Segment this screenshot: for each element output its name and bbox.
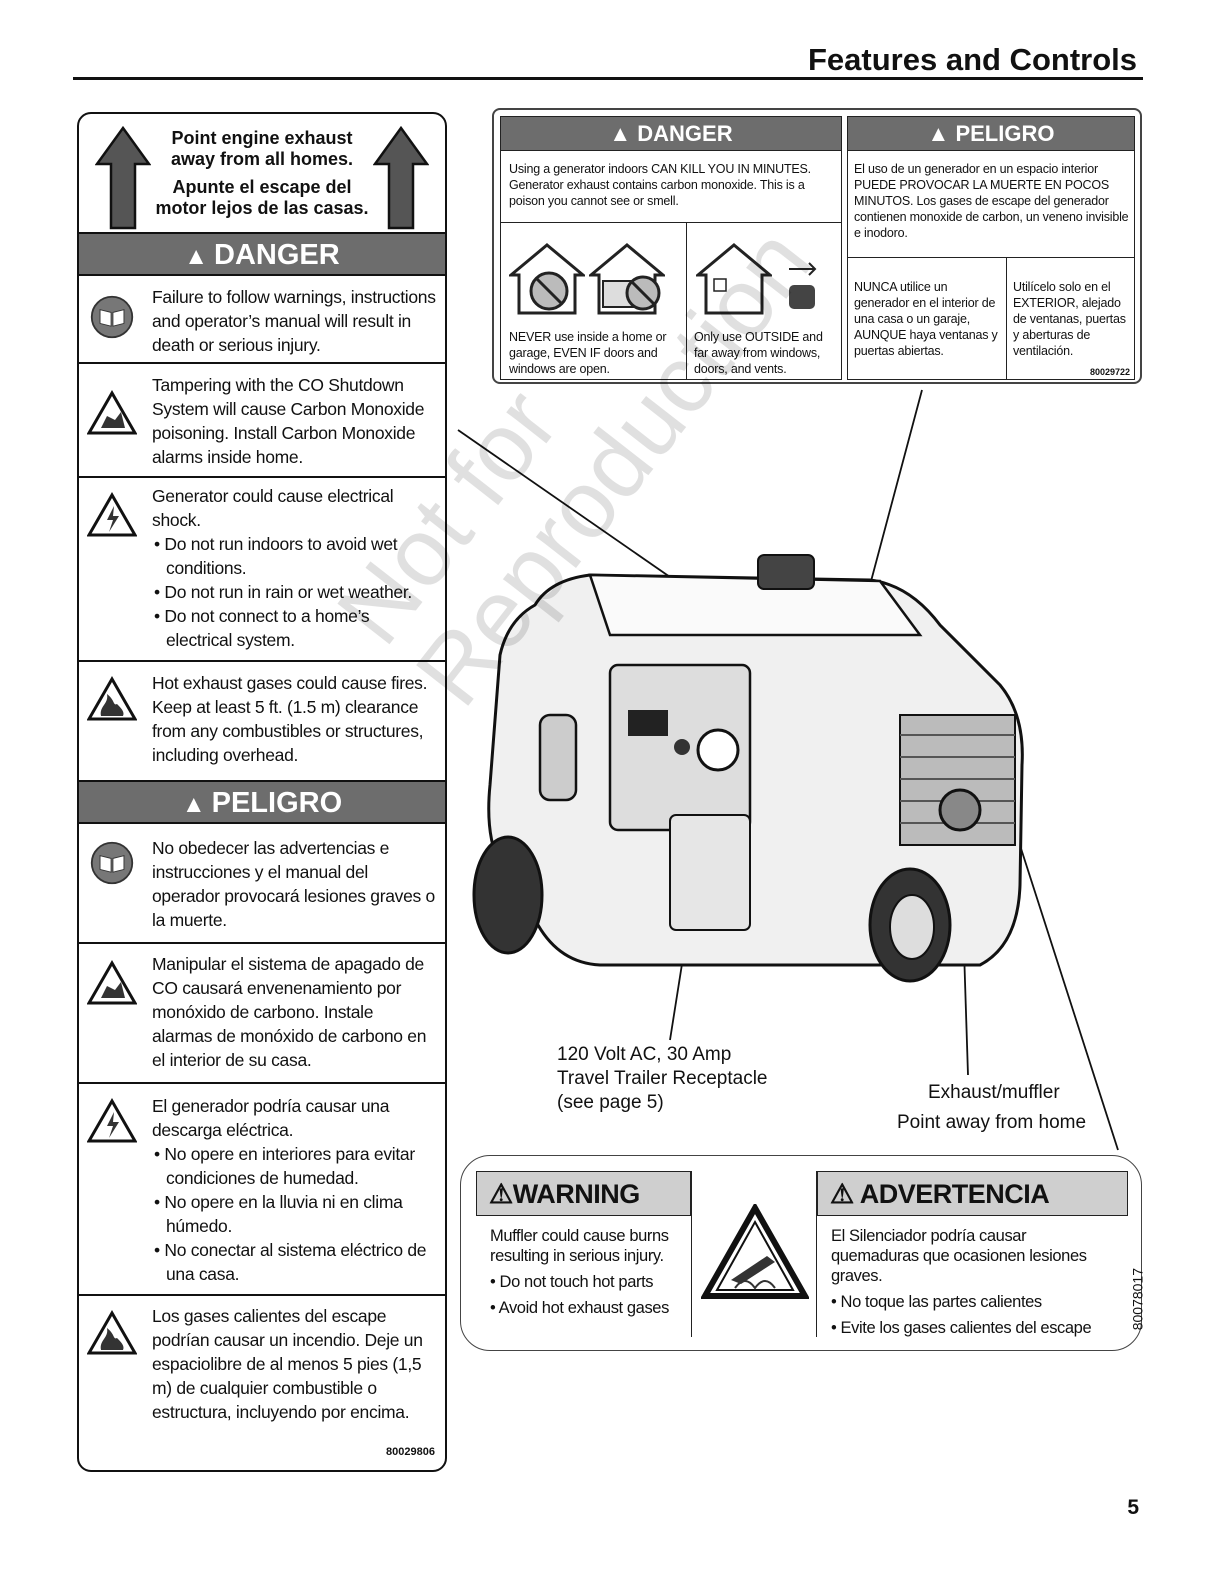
label-code: 80029722 [1089, 367, 1130, 377]
peligro-text-co: Manipular el sistema de apagado de CO ca… [152, 954, 427, 1070]
warning-bullet: • Avoid hot exhaust gases [490, 1299, 669, 1317]
peligro-text-manual: No obedecer las advertencias e instrucci… [152, 838, 435, 930]
co-poisoning-icon [87, 960, 137, 1005]
warning-triangle-icon: ⚠ [489, 1179, 513, 1209]
peligro-item-co: Manipular el sistema de apagado de CO ca… [79, 944, 445, 1084]
danger-bar: ▲DANGER [79, 234, 445, 276]
danger-item-shock: Generator could cause electrical shock. … [79, 478, 445, 662]
callout-line: 120 Volt AC, 30 Amp [557, 1044, 732, 1065]
exhaust-text-es: Apunte el escape del motor lejos de las … [155, 177, 369, 218]
warning-title: WARNING [512, 1179, 641, 1209]
peligro-item-shock: El generador podría causar una descarga … [79, 1084, 445, 1296]
warning-header: ⚠WARNING [476, 1171, 691, 1216]
shock-lead-en: Generator could cause electrical shock. [152, 486, 394, 530]
read-manual-icon [90, 841, 134, 885]
fire-text-en: Hot exhaust gases could cause fires. Kee… [152, 673, 428, 765]
fire-hazard-icon [87, 1310, 137, 1355]
peligro-bar: ▲ PELIGRO [848, 117, 1134, 151]
advertencia-text: El Silenciador podría causar quemaduras … [817, 1216, 1128, 1338]
exhaust-direction-header: Point engine exhaust away from all homes… [79, 114, 445, 234]
house-outside-icon [696, 243, 772, 315]
peligro-title: PELIGRO [955, 121, 1055, 146]
co-utilicelo-text: Utilícelo solo en el EXTERIOR, alejado d… [1013, 280, 1126, 358]
electric-shock-icon [87, 492, 137, 537]
divider [1006, 257, 1007, 379]
hot-surface-icon [701, 1204, 809, 1299]
up-arrow-icon [373, 126, 429, 230]
warning-bullet: • Do not touch hot parts [490, 1273, 654, 1291]
label-code: 80029806 [386, 1446, 435, 1458]
co-danger-english: ▲ DANGER Using a generator indoors CAN K… [500, 116, 842, 380]
point-away-callout: Point away from home [897, 1112, 1087, 1133]
co-never-text: NEVER use inside a home or garage, EVEN … [509, 330, 667, 376]
fire-hazard-icon [87, 676, 137, 721]
warning-triangle-icon: ▲ [927, 121, 956, 146]
callout-line: Travel Trailer Receptacle [557, 1068, 768, 1089]
peligro-bar: ▲PELIGRO [79, 782, 445, 824]
exhaust-callout: Exhaust/muffler [928, 1082, 1060, 1103]
safety-label-left: Point engine exhaust away from all homes… [77, 112, 447, 1472]
danger-item-co: Tampering with the CO Shutdown System wi… [79, 364, 445, 478]
warning-text: Muffler could cause burns resulting in s… [476, 1216, 691, 1318]
peligro-item-manual: No obedecer las advertencias e instrucci… [79, 824, 445, 944]
danger-title: DANGER [214, 239, 340, 271]
warning-lead: Muffler could cause burns resulting in s… [490, 1227, 669, 1265]
fire-text-es: Los gases calientes del escape podrían c… [152, 1306, 423, 1422]
warning-english: ⚠WARNING Muffler could cause burns resul… [476, 1171, 692, 1337]
callout-line: (see page 5) [557, 1092, 664, 1113]
label-code: 80078017 [1129, 1268, 1145, 1331]
shock-bullet: • No conectar al sistema eléctrico de un… [154, 1240, 427, 1284]
warning-triangle-icon: ▲ [184, 243, 209, 270]
co-intro-en: Using a generator indoors CAN KILL YOU I… [509, 162, 811, 208]
divider [501, 222, 841, 223]
muffler-warning-label: ⚠WARNING Muffler could cause burns resul… [460, 1155, 1145, 1351]
shock-bullet: • Do not connect to a home’s electrical … [154, 606, 370, 650]
danger-text-manual: Failure to follow warnings, instructions… [152, 287, 436, 355]
warning-triangle-icon: ▲ [609, 121, 638, 146]
peligro-title: PELIGRO [211, 787, 343, 819]
exhaust-text-en: Point engine exhaust away from all homes… [170, 128, 354, 169]
advertencia-bullet: • Evite los gases calientes del escape [831, 1319, 1092, 1337]
shock-text-en: Generator could cause electrical shock. … [152, 484, 437, 652]
peligro-item-fire: Los gases calientes del escape podrían c… [79, 1296, 445, 1466]
warning-triangle-icon: ▲ [181, 791, 206, 818]
generator-outside-icon [789, 262, 817, 309]
electric-shock-icon [87, 1098, 137, 1143]
danger-item-manual: Failure to follow warnings, instructions… [79, 276, 445, 364]
generator-illustration [457, 389, 1119, 1151]
shock-bullet: • No opere en la lluvia ni en clima húme… [154, 1192, 403, 1236]
danger-title: DANGER [637, 121, 733, 146]
shock-bullet: • No opere en interiores para evitar con… [154, 1144, 415, 1188]
shock-bullet: • Do not run indoors to avoid wet condit… [154, 534, 398, 578]
shock-bullet: • Do not run in rain or wet weather. [154, 582, 412, 602]
house-prohibited-icon [509, 243, 585, 315]
advertencia-bullet: • No toque las partes calientes [831, 1293, 1042, 1311]
page-title: Features and Controls [808, 42, 1137, 77]
danger-text-co: Tampering with the CO Shutdown System wi… [152, 375, 425, 467]
shock-text-es: El generador podría causar una descarga … [152, 1094, 437, 1286]
co-nunca-text: NUNCA utilice un generador en el interio… [854, 280, 998, 358]
divider [848, 257, 1134, 258]
advertencia-title: ADVERTENCIA [859, 1179, 1050, 1209]
divider [686, 222, 687, 379]
danger-item-fire: Hot exhaust gases could cause fires. Kee… [79, 662, 445, 782]
co-poisoning-icon [87, 390, 137, 435]
receptacle-callout: 120 Volt AC, 30 Amp Travel Trailer Recep… [557, 1043, 767, 1115]
danger-bar: ▲ DANGER [501, 117, 841, 151]
warning-triangle-icon: ⚠ [830, 1179, 860, 1209]
title-rule [73, 77, 1143, 80]
co-only-text: Only use OUTSIDE and far away from windo… [694, 330, 823, 376]
co-intro-es: El uso de un generador en un espacio int… [854, 162, 1129, 240]
co-danger-label: ▲ DANGER Using a generator indoors CAN K… [492, 108, 1142, 384]
read-manual-icon [90, 295, 134, 339]
garage-prohibited-icon [589, 243, 665, 315]
advertencia-lead: El Silenciador podría causar quemaduras … [831, 1227, 1087, 1285]
co-danger-spanish: ▲ PELIGRO El uso de un generador en un e… [847, 116, 1135, 380]
shock-lead-es: El generador podría causar una descarga … [152, 1096, 390, 1140]
up-arrow-icon [95, 126, 151, 230]
page-number: 5 [1127, 1496, 1139, 1519]
advertencia-header: ⚠ ADVERTENCIA [817, 1171, 1128, 1216]
advertencia-spanish: ⚠ ADVERTENCIA El Silenciador podría caus… [816, 1171, 1128, 1337]
